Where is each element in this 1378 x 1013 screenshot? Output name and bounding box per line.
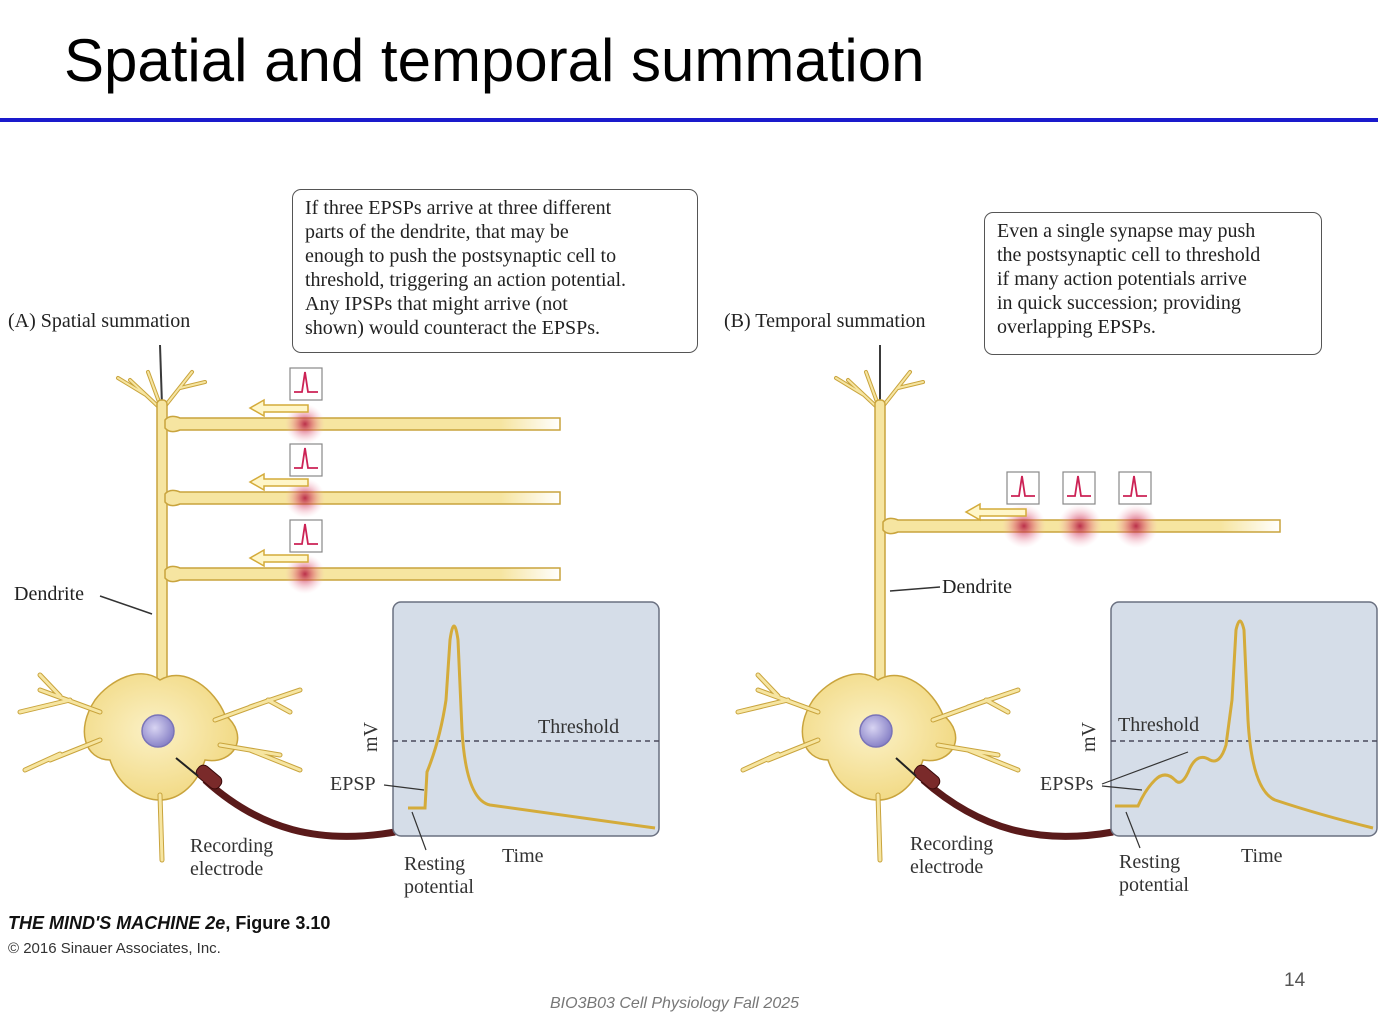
panel-b-label: (B) Temporal summation: [724, 310, 926, 332]
callout-line: if many action potentials arrive: [997, 268, 1247, 290]
callout-line: the postsynaptic cell to threshold: [997, 244, 1261, 266]
y-axis-label: mV: [360, 721, 382, 752]
recording-label: electrode: [190, 858, 263, 880]
callout-line: Even a single synapse may push: [997, 220, 1256, 242]
synapse-glow: [1058, 504, 1102, 548]
graph-panel: [392, 601, 660, 837]
epsp-label: EPSPs: [1040, 773, 1094, 795]
callout-spatial: If three EPSPs arrive at three different…: [292, 189, 698, 353]
resting-label: potential: [404, 876, 474, 898]
recording-electrode: [202, 777, 396, 840]
graph-panel: [1110, 601, 1378, 837]
slide-footer: BIO3B03 Cell Physiology Fall 2025: [550, 995, 800, 1012]
panel-a-label: (A) Spatial summation: [8, 310, 190, 332]
dendrite-label: Dendrite: [942, 576, 1012, 598]
copyright-notice: © 2016 Sinauer Associates, Inc.: [8, 940, 221, 957]
epsp-label: EPSP: [330, 773, 376, 795]
spike-icon: [1006, 471, 1152, 505]
callout-line: in quick succession; providing: [997, 292, 1241, 314]
callout-line: enough to push the postsynaptic cell to: [305, 245, 617, 267]
resting-label: Resting: [1119, 851, 1180, 873]
caption-figure-number: , Figure 3.10: [225, 913, 331, 933]
synapse-glow: [285, 478, 325, 518]
spike-icon: [289, 367, 323, 553]
threshold-label: Threshold: [538, 716, 619, 738]
time-label: Time: [502, 845, 544, 867]
threshold-label: Threshold: [1118, 714, 1199, 736]
recording-label: electrode: [910, 856, 983, 878]
title-divider: [0, 118, 1378, 122]
resting-label: potential: [1119, 874, 1189, 896]
potential-trace: [1115, 619, 1374, 830]
arrow-left-icon: [964, 502, 1027, 522]
callout-temporal: Even a single synapse may push the posts…: [984, 212, 1322, 355]
synapse-glow: [1114, 504, 1158, 548]
panel-b: (B) Temporal summation: [724, 310, 1378, 896]
recording-label: Recording: [910, 833, 993, 855]
recording-electrode: [920, 777, 1114, 840]
recording-label: Recording: [190, 835, 273, 857]
callout-line: parts of the dendrite, that may be: [305, 221, 569, 243]
slide-title: Spatial and temporal summation: [64, 27, 925, 94]
page-number: 14: [1284, 970, 1306, 991]
synapse-glow: [285, 554, 325, 594]
y-axis-label: mV: [1078, 721, 1100, 752]
dendrite-label: Dendrite: [14, 583, 84, 605]
resting-label: Resting: [404, 853, 465, 875]
arrow-left-icon: [248, 398, 309, 568]
figure-caption: THE MIND'S MACHINE 2e, Figure 3.10: [8, 913, 330, 934]
time-label: Time: [1241, 845, 1283, 867]
callout-line: overlapping EPSPs.: [997, 316, 1156, 338]
callout-line: threshold, triggering an action potentia…: [305, 269, 627, 291]
synapse-glow: [285, 404, 325, 444]
callout-line: Any IPSPs that might arrive (not: [305, 293, 568, 315]
panel-a: (A) Spatial summation: [8, 310, 660, 898]
callout-line: shown) would counteract the EPSPs.: [305, 317, 600, 339]
caption-book-title: THE MIND'S MACHINE 2e: [8, 913, 226, 933]
callout-line: If three EPSPs arrive at three different: [305, 197, 612, 219]
potential-trace: [408, 624, 656, 830]
